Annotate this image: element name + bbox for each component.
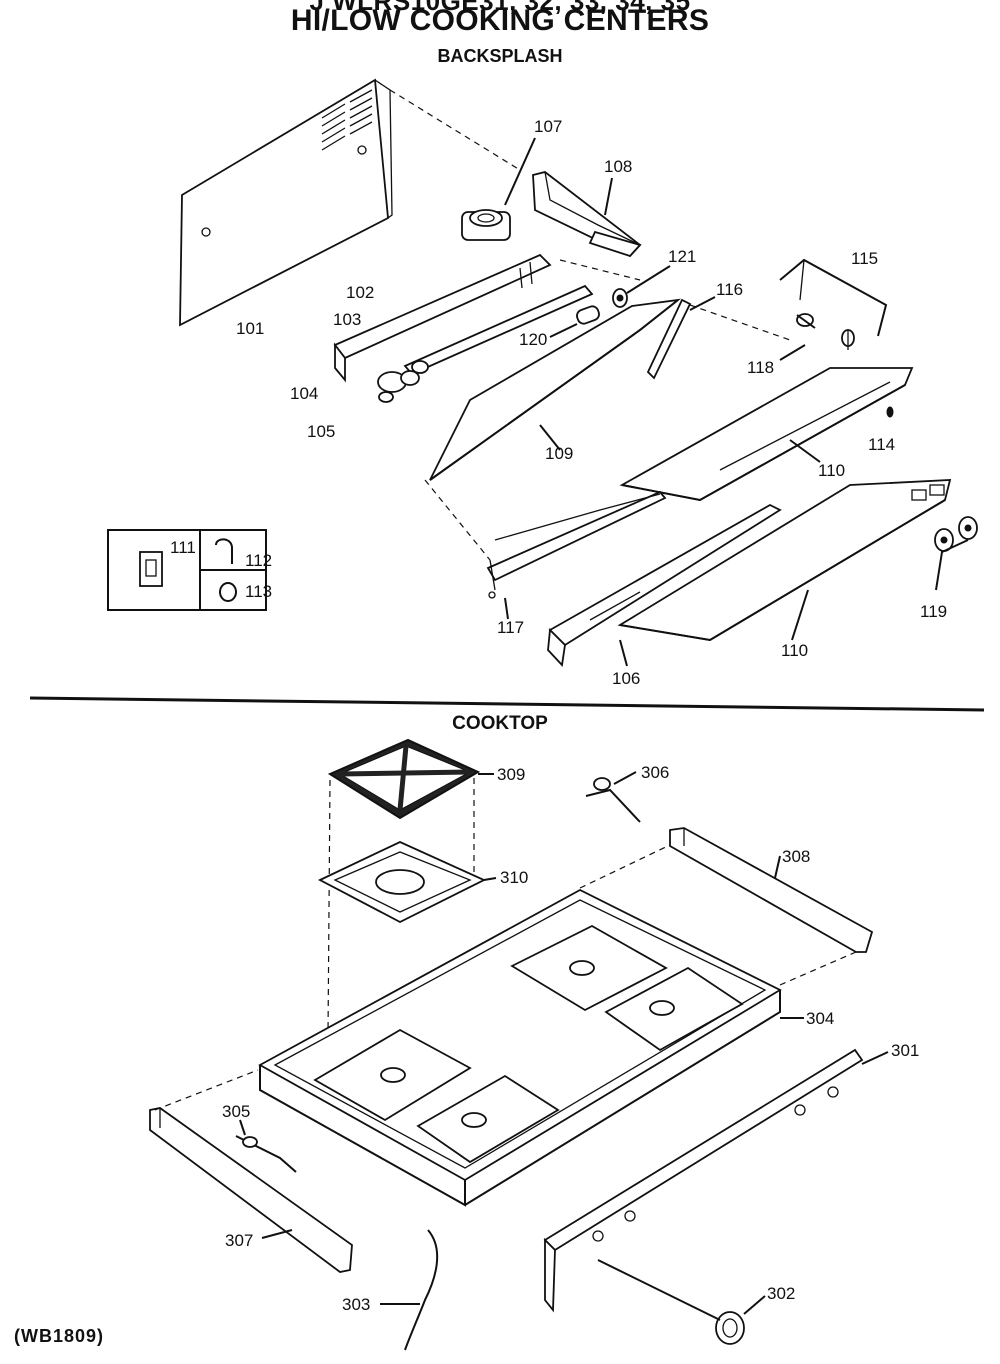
callout-117: 117 (497, 618, 524, 637)
diagram-code: (WB1809) (14, 1326, 105, 1346)
section-divider (29, 696, 985, 712)
callout-103: 103 (333, 310, 361, 329)
part-102-103-burner-tube (333, 253, 594, 383)
section-title-cooktop: COOKTOP (452, 713, 548, 734)
callout-307: 307 (225, 1231, 253, 1250)
callout-119: 119 (920, 602, 947, 621)
callout-304: 304 (806, 1009, 834, 1028)
part-308-rear-rail (669, 827, 874, 953)
callout-303: 303 (342, 1295, 370, 1314)
part-305-bracket (235, 1135, 297, 1173)
callout-308: 308 (782, 847, 810, 866)
callout-301: 301 (891, 1041, 919, 1060)
callout-310: 310 (500, 868, 528, 887)
part-121-switch (612, 288, 628, 308)
page-title: HI/LOW COOKING CENTERS (290, 4, 710, 37)
callout-111: 111 (170, 538, 196, 557)
part-104-105-valve (377, 370, 420, 403)
part-302-knob (715, 1311, 745, 1345)
model-title-partial: J WLRS10GE31, 32, 33, 34, 35 (309, 0, 691, 16)
part-106-lower-rail (547, 503, 782, 667)
callout-120: 120 (519, 330, 547, 349)
part-310-drip-pan (317, 841, 487, 924)
callout-112: 112 (245, 551, 272, 570)
callout-labels: 101 102 103 104 105 106 107 108 109 110 … (170, 117, 947, 1314)
part-306-bracket (585, 777, 641, 823)
part-304-cooktop (258, 888, 782, 1207)
part-115-clip (841, 329, 855, 350)
callout-118: 118 (747, 358, 774, 377)
part-303-wire (404, 1229, 439, 1351)
callout-306: 306 (641, 763, 669, 782)
callout-113: 113 (245, 582, 272, 601)
inset-box-111-112-113 (107, 529, 267, 611)
part-117-rail (486, 490, 667, 599)
part-309-grate (327, 738, 481, 820)
part-107-component (461, 209, 511, 241)
callout-115: 115 (851, 249, 878, 268)
part-108-bracket (532, 171, 642, 258)
callout-302: 302 (767, 1284, 795, 1303)
callout-105: 105 (307, 422, 335, 441)
callout-110-upper: 110 (818, 461, 845, 480)
callout-309: 309 (497, 765, 525, 784)
part-109-glass-panel (429, 298, 682, 481)
part-110-lower-trim (617, 479, 952, 642)
part-110-upper-trim (619, 367, 914, 502)
part-120-lamp (576, 305, 600, 325)
callout-114: 114 (868, 435, 895, 454)
part-118-clip (796, 313, 816, 329)
part-114-screw (886, 406, 894, 418)
callout-121: 121 (668, 247, 696, 266)
part-116-trim-strip (646, 298, 692, 380)
section-title-backsplash: BACKSPLASH (437, 46, 563, 66)
part-301-front-panel (543, 1048, 864, 1313)
callout-305: 305 (222, 1102, 250, 1121)
callout-101: 101 (236, 319, 264, 338)
callout-116: 116 (716, 280, 743, 299)
callout-109: 109 (545, 444, 573, 463)
callout-104: 104 (290, 384, 318, 403)
part-119-knobs (934, 516, 978, 552)
callout-102: 102 (346, 283, 374, 302)
part-101-back-panel (179, 78, 393, 327)
callout-106: 106 (612, 669, 640, 688)
callout-107: 107 (534, 117, 562, 136)
callout-110-lower: 110 (781, 641, 808, 660)
callout-108: 108 (604, 157, 632, 176)
